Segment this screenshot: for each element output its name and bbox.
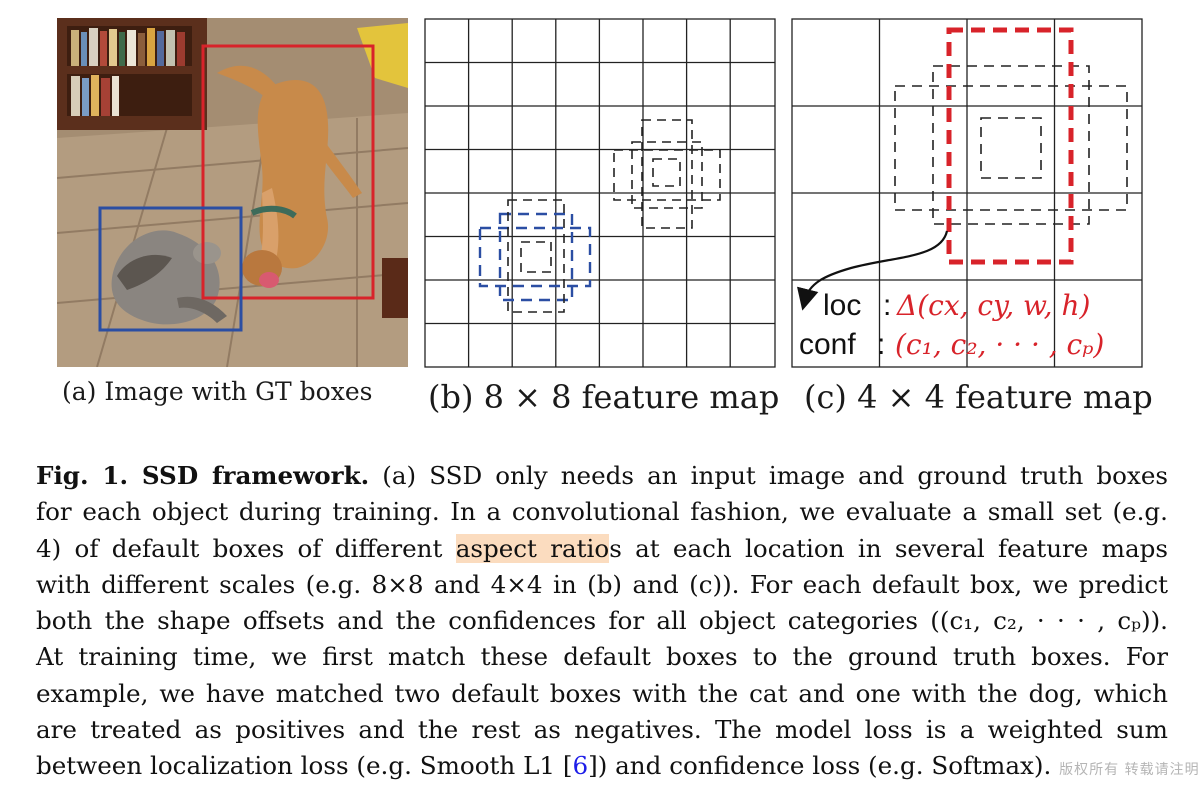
feature-map-4x4-grid: loc : Δ(cx, cy, w, h) conf : (c₁, c₂, · …	[791, 18, 1143, 368]
panel-a-label: (a) Image with GT boxes	[62, 377, 373, 406]
caption-line-6: At training time, we first match these d…	[36, 642, 1168, 672]
caption-line-2: for each object during training. In a co…	[36, 497, 1168, 527]
default-boxes-4x4	[894, 65, 1128, 225]
default-boxes-dog	[613, 119, 721, 229]
caption-line-4: with different scales (e.g. 8×8 and 4×4 …	[36, 569, 1168, 599]
photo-panel-a	[57, 18, 408, 367]
caption-line-7: example, we have matched two default box…	[36, 678, 1168, 708]
conf-colon: :	[877, 328, 885, 361]
panel-c-label: (c) 4 × 4 feature map	[804, 378, 1153, 416]
feature-map-8x8-grid	[424, 18, 776, 368]
loc-label: loc	[823, 289, 861, 322]
caption-line-1: Fig. 1. SSD framework. (a) SSD only need…	[36, 461, 1169, 490]
feature-map-8x8	[424, 18, 776, 368]
caption-line-8: are treated as positives and the rest as…	[36, 715, 1168, 745]
default-boxes-cat	[478, 212, 592, 302]
gt-box-cat	[98, 206, 243, 332]
caption-line-9: between localization loss (e.g. Smooth L…	[36, 751, 1200, 781]
reference-link[interactable]: 6	[572, 751, 589, 781]
loc-formula: Δ(cx, cy, w, h)	[896, 289, 1090, 322]
photo-illustration	[57, 18, 408, 367]
loc-colon: :	[883, 289, 891, 322]
conf-label: conf	[799, 328, 856, 361]
caption-line-5: both the shape offsets and the confidenc…	[36, 606, 1168, 636]
feature-map-4x4: loc : Δ(cx, cy, w, h) conf : (c₁, c₂, · …	[791, 18, 1143, 368]
panel-b-label: (b) 8 × 8 feature map	[428, 378, 780, 416]
figure-caption: Fig. 1. SSD framework. (a) SSD only need…	[36, 458, 1200, 785]
conf-formula: (c₁, c₂, · · · , cₚ)	[895, 328, 1104, 361]
watermark: 版权所有 转载请注明	[1059, 762, 1200, 779]
gt-box-dog	[201, 44, 375, 300]
prediction-arrow	[797, 230, 949, 311]
highlighted-text: aspect ratio	[455, 533, 610, 563]
figure-label: Fig. 1. SSD framework.	[36, 461, 370, 490]
caption-line-3: 4) of default boxes of different aspect …	[36, 533, 1168, 563]
